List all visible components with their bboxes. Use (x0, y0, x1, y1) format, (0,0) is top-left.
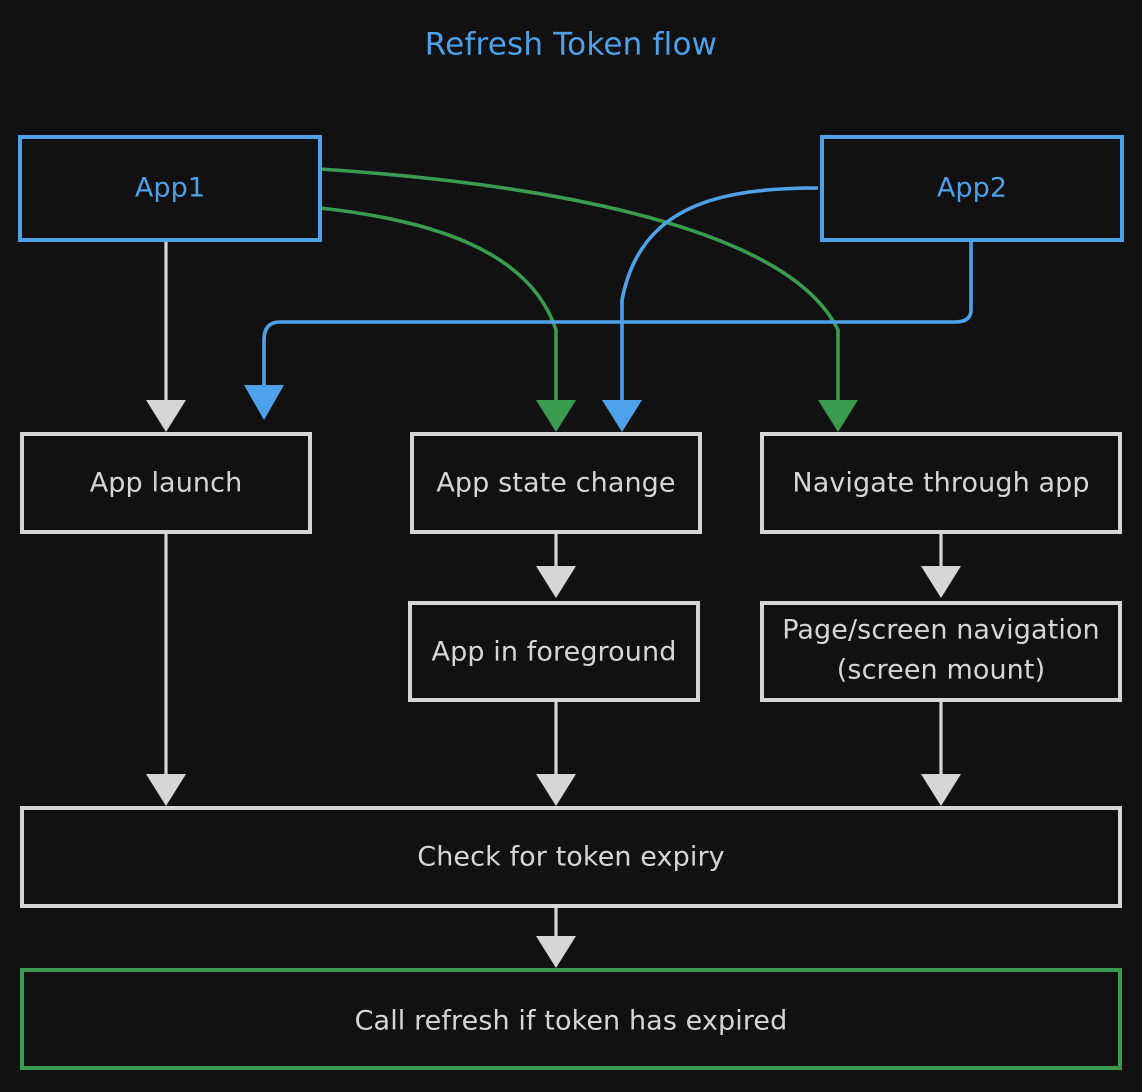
node-app-state-change[interactable]: App state change (410, 432, 702, 534)
edge-check-to-refresh (536, 906, 576, 968)
node-app-in-foreground-label: App in foreground (432, 637, 677, 668)
edge-app1-to-navigate (319, 167, 858, 432)
node-app2-label: App2 (937, 173, 1007, 204)
node-app2[interactable]: App2 (820, 135, 1124, 242)
node-app1[interactable]: App1 (18, 135, 322, 242)
edge-app1-to-app-state-change (319, 206, 576, 432)
node-app-state-change-label: App state change (436, 468, 675, 499)
edge-page-nav-to-check (921, 700, 961, 806)
edge-app-launch-to-check (146, 532, 186, 806)
node-check-for-token-expiry-label: Check for token expiry (417, 842, 724, 873)
node-app1-label: App1 (135, 173, 205, 204)
node-call-refresh-label: Call refresh if token has expired (355, 1006, 788, 1037)
page-title: Refresh Token flow (425, 27, 717, 63)
node-app-launch-label: App launch (90, 468, 243, 499)
edge-navigate-to-page-nav (921, 532, 961, 598)
node-call-refresh[interactable]: Call refresh if token has expired (20, 968, 1122, 1070)
edge-app2-to-app-state-change (602, 186, 819, 432)
node-page-screen-navigation-label-line1: Page/screen navigation (782, 615, 1100, 646)
node-navigate-through-app[interactable]: Navigate through app (760, 432, 1122, 534)
edge-app1-to-app-launch (146, 240, 186, 432)
node-page-screen-navigation[interactable]: Page/screen navigation (screen mount) (760, 601, 1122, 702)
node-app-launch[interactable]: App launch (20, 432, 312, 534)
node-navigate-through-app-label: Navigate through app (792, 468, 1089, 499)
edge-foreground-to-check (536, 700, 576, 806)
node-check-for-token-expiry[interactable]: Check for token expiry (20, 806, 1122, 908)
node-page-screen-navigation-label-line2: (screen mount) (837, 655, 1045, 686)
edge-app-state-change-to-foreground (536, 532, 576, 598)
node-app-in-foreground[interactable]: App in foreground (408, 601, 700, 702)
edge-app2-to-app-launch (244, 240, 973, 420)
